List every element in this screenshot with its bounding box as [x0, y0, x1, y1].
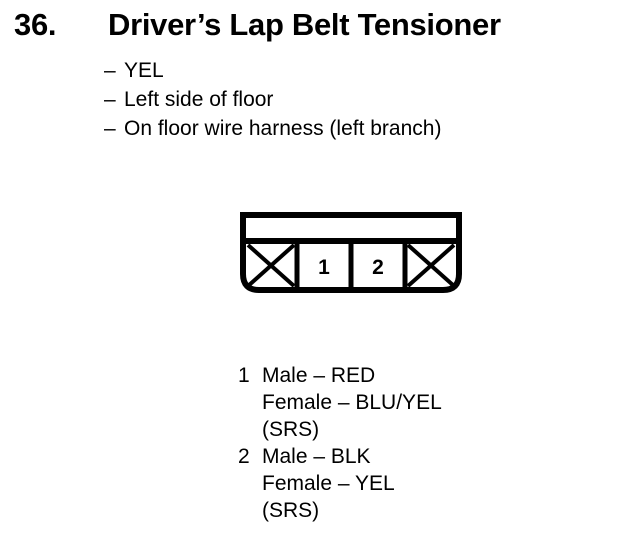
- blank-cell-cross-icon: [406, 243, 456, 288]
- list-item: – YEL: [104, 56, 441, 85]
- pin-cell-label-2: 2: [372, 256, 384, 279]
- section-title: Driver’s Lap Belt Tensioner: [108, 7, 501, 42]
- page-title: 36. Driver’s Lap Belt Tensioner: [14, 6, 626, 44]
- pin-female-wire: Female – YEL: [262, 472, 395, 495]
- list-item-label: On floor wire harness (left branch): [124, 117, 442, 140]
- pin-male-wire: Male – BLK: [262, 445, 371, 468]
- pin-description: Male – RED Female – BLU/YEL (SRS): [262, 362, 442, 443]
- pin-system-tag: (SRS): [262, 418, 320, 441]
- pin-legend: 1 Male – RED Female – BLU/YEL (SRS) 2 Ma…: [238, 362, 442, 524]
- pin-female-wire: Female – BLU/YEL: [262, 391, 442, 414]
- pin-entry: 1 Male – RED Female – BLU/YEL (SRS): [238, 362, 442, 443]
- pin-number: 2: [238, 445, 250, 468]
- attribute-list: – YEL – Left side of floor – On floor wi…: [104, 56, 441, 143]
- pin-entry: 2 Male – BLK Female – YEL (SRS): [238, 443, 442, 524]
- dash-icon: –: [104, 88, 116, 111]
- pin-cell-label-1: 1: [318, 256, 330, 279]
- blank-cell-cross-icon: [246, 243, 296, 288]
- pin-system-tag: (SRS): [262, 499, 320, 522]
- pin-number: 1: [238, 364, 250, 387]
- list-item: – Left side of floor: [104, 85, 441, 114]
- pin-male-wire: Male – RED: [262, 364, 376, 387]
- dash-icon: –: [104, 117, 116, 140]
- pin-description: Male – BLK Female – YEL (SRS): [262, 443, 442, 524]
- list-item-label: Left side of floor: [124, 88, 274, 111]
- dash-icon: –: [104, 59, 116, 82]
- list-item: – On floor wire harness (left branch): [104, 114, 441, 143]
- connector-diagram: 1 2: [240, 212, 462, 293]
- list-item-label: YEL: [124, 59, 164, 82]
- section-number: 36.: [14, 7, 57, 42]
